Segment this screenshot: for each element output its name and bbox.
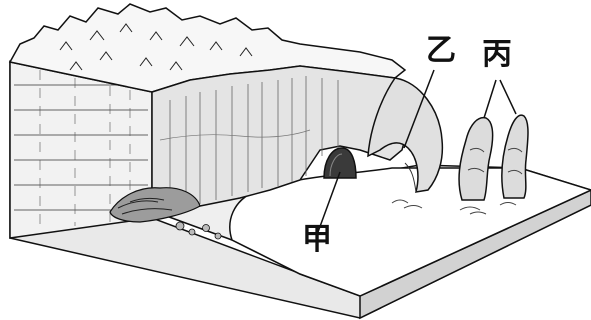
label-bing: 丙 — [482, 40, 512, 70]
label-yi: 乙 — [426, 36, 456, 66]
label-jia: 甲 — [302, 225, 332, 255]
